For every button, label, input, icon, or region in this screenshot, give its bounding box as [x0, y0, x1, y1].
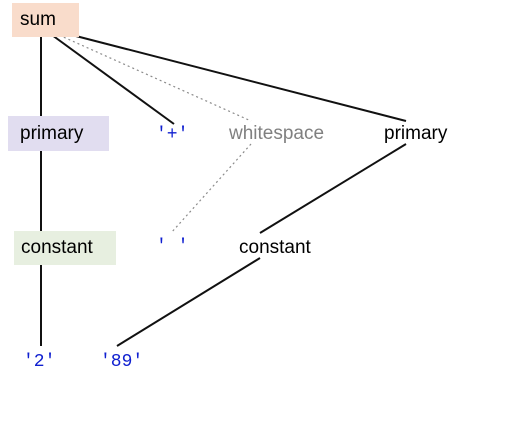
- edge-sum-plus-token: [40, 26, 175, 125]
- edge-sum-primary-right: [40, 26, 407, 122]
- primary-left-node-label: primary: [20, 123, 84, 144]
- parse-tree-edges: [40, 26, 407, 347]
- primary-right-node-label: primary: [384, 123, 448, 144]
- edge-sum-whitespace: [40, 26, 252, 122]
- plus-token-node: '+': [156, 125, 188, 145]
- sum-node-label: sum: [20, 9, 56, 30]
- token-2-node: '2': [23, 352, 55, 372]
- constant-left-node-label: constant: [21, 237, 94, 258]
- parse-tree-nodes: sum primary '+' whitespace primary const…: [8, 3, 448, 372]
- edge-primary-right-constant-right: [259, 143, 407, 234]
- space-token-node: ' ': [156, 237, 188, 257]
- primary-left-node-highlight: [8, 116, 109, 151]
- constant-left-node-highlight: [14, 231, 116, 265]
- whitespace-node-label: whitespace: [228, 123, 324, 144]
- sum-node-highlight: [12, 3, 79, 37]
- token-89-node: '89': [100, 352, 143, 372]
- edge-constant-right-token-89: [116, 257, 261, 347]
- edge-whitespace-space-token: [170, 143, 252, 234]
- constant-right-node-label: constant: [239, 237, 312, 258]
